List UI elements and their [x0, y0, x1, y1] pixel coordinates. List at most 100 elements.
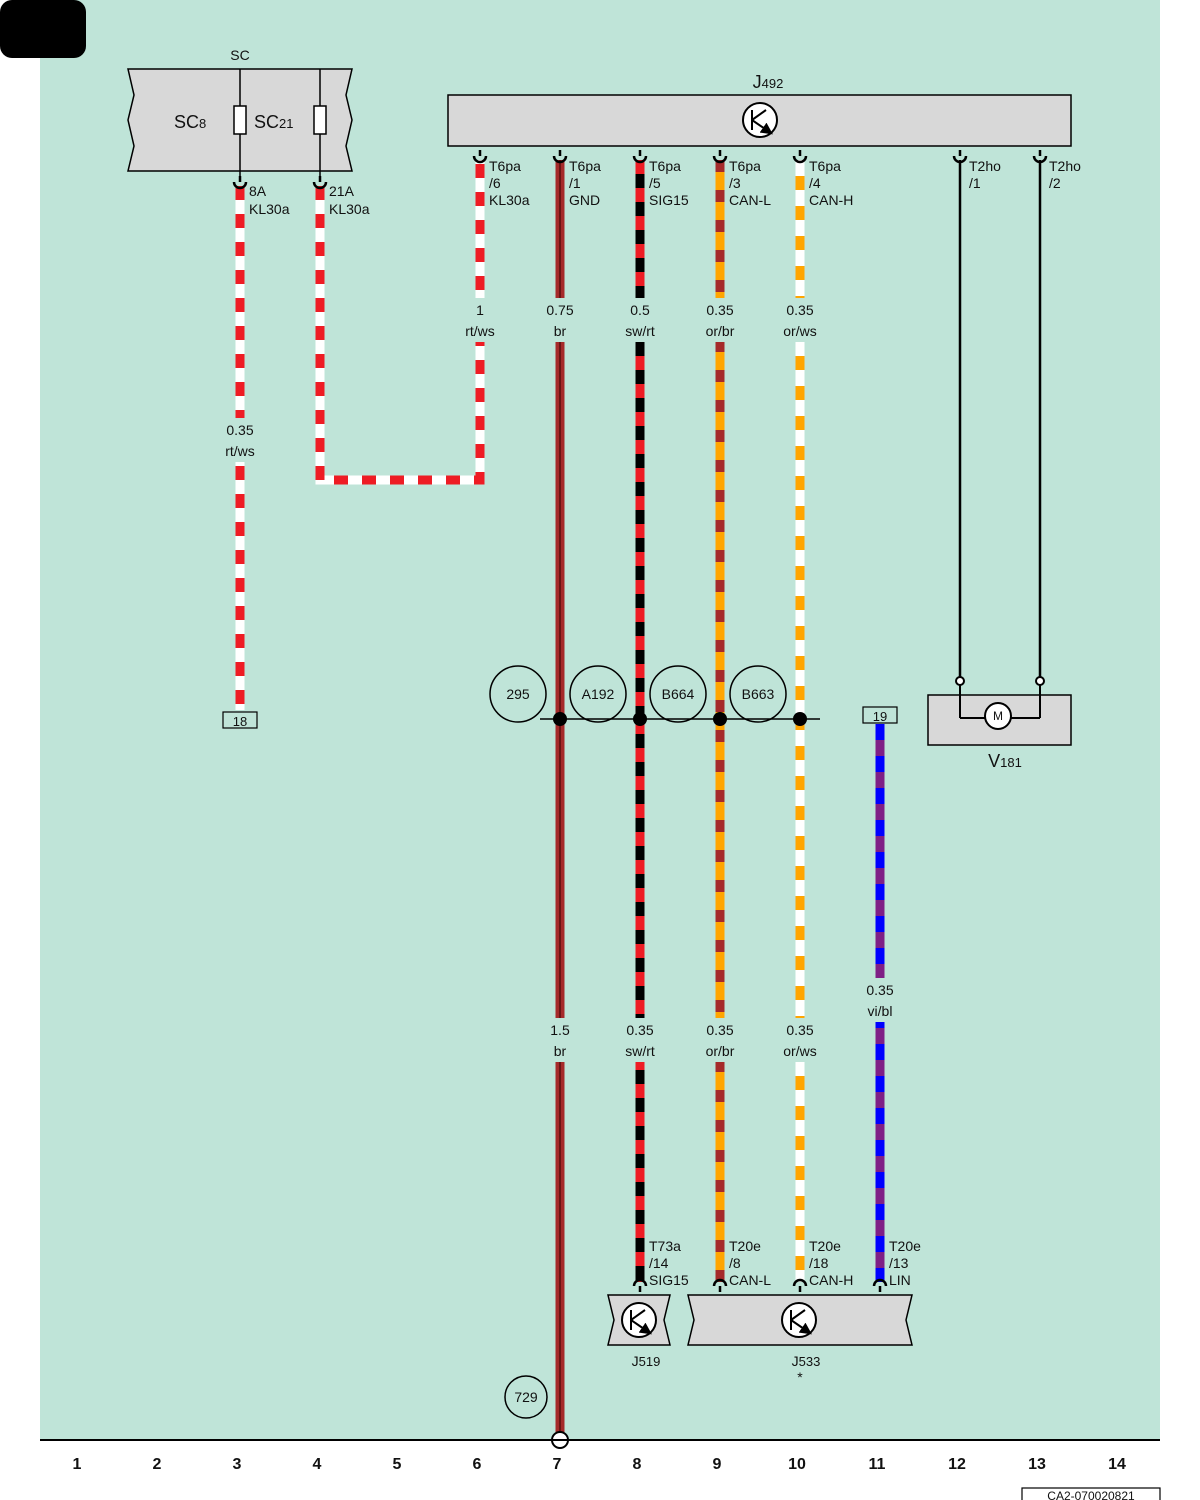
pin-label: /1 — [969, 175, 981, 191]
wire-color: or/ws — [783, 1043, 816, 1059]
control-unit-j492: J492 — [447, 72, 1072, 147]
continuation-19: 19 — [873, 709, 887, 724]
pin-label: LIN — [889, 1272, 911, 1288]
column-number: 2 — [153, 1456, 162, 1473]
column-number: 1 — [73, 1456, 82, 1473]
pin-label: /3 — [729, 175, 741, 191]
motor-v181: M V181 — [927, 681, 1072, 771]
connector-icon — [232, 181, 248, 190]
wire-rt-ws-sc21-stripe — [315, 160, 485, 485]
pin-label: /8 — [729, 1255, 741, 1271]
motor-pin-icon — [1035, 676, 1045, 686]
pin-label: /6 — [489, 175, 501, 191]
wire-color: or/br — [706, 323, 735, 339]
pin-label: T6pa — [729, 158, 761, 174]
connector-icon — [792, 1278, 808, 1287]
pin-label: T6pa — [649, 158, 681, 174]
fuse-sc21-icon — [313, 105, 327, 135]
wire-size: 0.35 — [786, 302, 813, 318]
wire-color: br — [554, 323, 567, 339]
pin-label: GND — [569, 192, 600, 208]
pin-label: /4 — [809, 175, 821, 191]
column-number: 8 — [633, 1456, 642, 1473]
pin-label: /5 — [649, 175, 661, 191]
j533-label: J533 — [792, 1353, 821, 1369]
wire-size: 0.75 — [546, 302, 573, 318]
fuse-box-title: SC — [230, 47, 249, 63]
pin-label: 21A — [329, 183, 355, 199]
column-number: 5 — [393, 1456, 402, 1473]
transistor-icon — [742, 102, 778, 138]
connector-icon — [952, 155, 968, 164]
connector-icon — [712, 155, 728, 164]
connector-icon — [552, 155, 568, 164]
wire-size: 0.5 — [630, 302, 650, 318]
document-code: CA2-070020821 — [1047, 1489, 1135, 1500]
wire-color: rt/ws — [225, 443, 255, 459]
pin-label: T20e — [729, 1238, 761, 1254]
motor-pin-icon — [955, 676, 965, 686]
wire-size: 1 — [476, 302, 484, 318]
pin-label: T6pa — [809, 158, 841, 174]
wire-color: br — [554, 1043, 567, 1059]
j492-pin-labels: T6pa /6 KL30a T6pa /1 GND T6pa /5 SIG15 … — [489, 158, 1081, 208]
wire-size: 0.35 — [706, 1022, 733, 1038]
v181-label: V181 — [988, 751, 1022, 771]
page-tab — [0, 0, 86, 58]
pin-label: T6pa — [489, 158, 521, 174]
fuse-sc8-label: SC8 — [174, 112, 206, 132]
splice-dot — [633, 712, 647, 726]
connector-icon — [472, 155, 488, 164]
pin-label: 8A — [249, 183, 267, 199]
wire-color: or/ws — [783, 323, 816, 339]
pin-label: CAN-L — [729, 1272, 771, 1288]
fuse-pin-labels: 8A KL30a 21A KL30a — [249, 183, 370, 217]
pin-label: /1 — [569, 175, 581, 191]
wire-color: sw/rt — [625, 323, 655, 339]
splice-dot — [553, 712, 567, 726]
reference-markers: 295 A192 B664 B663 729 — [489, 665, 820, 1419]
pin-label: CAN-H — [809, 192, 853, 208]
j519-label: J519 — [632, 1353, 661, 1369]
pin-label: /13 — [889, 1255, 909, 1271]
fuse-sc8-icon — [233, 105, 247, 135]
fuse-box-sc: SC SC8 SC21 — [127, 47, 353, 180]
control-unit-j533: J533 * — [687, 1294, 913, 1385]
wire-size: 0.35 — [866, 982, 893, 998]
connector-icon — [712, 1278, 728, 1287]
control-unit-j519: J519 — [607, 1294, 671, 1369]
wire-size: 0.35 — [786, 1022, 813, 1038]
connector-icon — [632, 155, 648, 164]
ref-b663: B663 — [742, 686, 775, 702]
wire-color: rt/ws — [465, 323, 495, 339]
transistor-icon — [781, 1302, 817, 1338]
bottom-pin-labels: T73a /14 SIG15 T20e /8 CAN-L T20e /18 CA… — [649, 1238, 921, 1288]
wire-size: 0.35 — [626, 1022, 653, 1038]
pin-label: T2ho — [969, 158, 1001, 174]
pin-label: KL30a — [249, 201, 290, 217]
pin-label: T20e — [809, 1238, 841, 1254]
pin-label: T2ho — [1049, 158, 1081, 174]
column-number: 10 — [788, 1456, 806, 1473]
connector-icon — [792, 155, 808, 164]
connector-icon — [872, 1278, 888, 1287]
wire-size: 1.5 — [550, 1022, 570, 1038]
ref-a192: A192 — [582, 686, 615, 702]
pin-label: /18 — [809, 1255, 829, 1271]
pin-label: /14 — [649, 1255, 669, 1271]
fuse-sc21-label: SC21 — [254, 112, 293, 132]
wire-label-gaps — [220, 298, 900, 1062]
pin-label: T73a — [649, 1238, 681, 1254]
connector-symbols — [232, 150, 1048, 1292]
pin-label: CAN-H — [809, 1272, 853, 1288]
wire-color: sw/rt — [625, 1043, 655, 1059]
wire-size: 0.35 — [706, 302, 733, 318]
wire-color: or/br — [706, 1043, 735, 1059]
column-number: 3 — [233, 1456, 242, 1473]
transistor-icon — [621, 1302, 657, 1338]
connector-icon — [1032, 155, 1048, 164]
ref-295: 295 — [506, 686, 530, 702]
pin-label: SIG15 — [649, 192, 689, 208]
splice-dot — [793, 712, 807, 726]
